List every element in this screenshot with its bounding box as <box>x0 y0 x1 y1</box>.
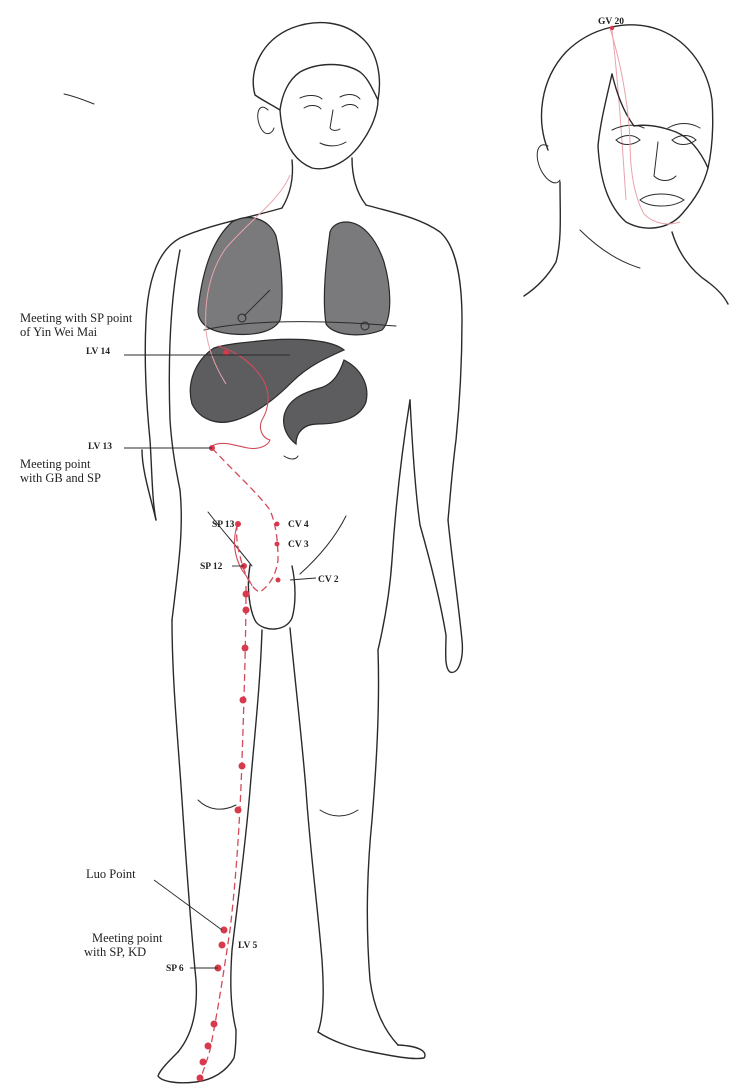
point-leg-3 <box>242 645 249 652</box>
label-lv5: LV 5 <box>238 941 258 951</box>
label-cv4: CV 4 <box>288 520 309 530</box>
inset-brow-right <box>668 124 700 129</box>
point-leg-1 <box>243 591 250 598</box>
body-figure <box>64 23 462 1083</box>
waist-left <box>172 490 181 620</box>
leg-left-inner <box>231 630 262 1030</box>
foot-right <box>318 1032 425 1059</box>
inset-mouth <box>640 194 684 206</box>
arm-right <box>410 400 462 672</box>
eyebrow-right <box>340 95 360 99</box>
label-luo-point: Luo Point <box>86 867 136 881</box>
point-sp13 <box>235 521 241 527</box>
acupoints <box>197 350 281 1082</box>
label-meeting-gb-sp-2: with GB and SP <box>20 471 101 485</box>
point-leg-6 <box>235 807 242 814</box>
neck-left <box>282 160 293 208</box>
ear <box>258 107 274 134</box>
label-meeting-sp-2: of Yin Wei Mai <box>20 325 98 339</box>
label-gv20: GV 20 <box>598 17 624 27</box>
labels: GV 20 Meeting with SP point of Yin Wei M… <box>20 17 624 974</box>
leg-left-outer <box>172 620 196 1052</box>
internal-organs <box>190 218 396 459</box>
point-foot-2 <box>205 1043 212 1050</box>
eye-right <box>342 104 358 108</box>
point-leg-5 <box>239 763 246 770</box>
point-cv3 <box>275 542 280 547</box>
waist-right <box>378 400 410 650</box>
liver-channel <box>200 30 626 1080</box>
navel <box>284 456 298 459</box>
label-meeting-gb-sp-1: Meeting point <box>20 457 91 471</box>
label-meeting-sp-kd-1: Meeting point <box>92 931 163 945</box>
point-cv2 <box>276 578 281 583</box>
inset-eye-left <box>616 136 640 145</box>
leg-right-inner <box>290 628 323 1032</box>
inset-neck <box>524 182 728 304</box>
point-meeting-sp-kd <box>219 942 226 949</box>
point-cv4 <box>275 522 280 527</box>
point-foot-3 <box>200 1059 207 1066</box>
label-meeting-sp-kd-2: with SP, KD <box>84 945 146 959</box>
genitals <box>248 565 295 629</box>
label-lv14: LV 14 <box>86 347 110 357</box>
neck-right <box>352 158 366 205</box>
inset-brow-left <box>612 125 644 130</box>
channel-groin-loop <box>235 522 252 586</box>
label-sp12: SP 12 <box>200 562 223 572</box>
label-cv3: CV 3 <box>288 540 309 550</box>
point-leg-2 <box>243 607 250 614</box>
channel-face-line <box>612 30 626 200</box>
lung-right <box>324 222 389 335</box>
label-meeting-sp-1: Meeting with SP point <box>20 311 133 325</box>
label-lv13: LV 13 <box>88 442 112 452</box>
point-foot-1 <box>211 1021 218 1028</box>
hair <box>253 23 379 110</box>
inset-hair <box>542 25 713 168</box>
head-inset <box>524 25 728 304</box>
label-cv2: CV 2 <box>318 575 339 585</box>
inset-nose <box>654 142 676 181</box>
eyebrow-left <box>300 95 322 99</box>
label-sp6: SP 6 <box>166 964 184 974</box>
inset-jaw-line <box>580 230 640 268</box>
nose <box>330 110 340 130</box>
eye-left <box>304 105 321 109</box>
point-leg-4 <box>240 697 247 704</box>
point-foot-4 <box>197 1075 204 1082</box>
mouth <box>320 142 346 146</box>
lung-left <box>198 218 282 335</box>
stray-mark <box>64 94 94 104</box>
face <box>280 100 378 169</box>
inset-ear <box>537 145 560 183</box>
channel-leg <box>200 586 246 1080</box>
knee-left <box>198 800 236 809</box>
foot-left <box>158 1030 236 1083</box>
arm-left <box>142 250 180 520</box>
knee-right <box>320 810 358 816</box>
label-sp13: SP 13 <box>212 520 235 530</box>
leg-right-outer <box>367 650 398 1045</box>
